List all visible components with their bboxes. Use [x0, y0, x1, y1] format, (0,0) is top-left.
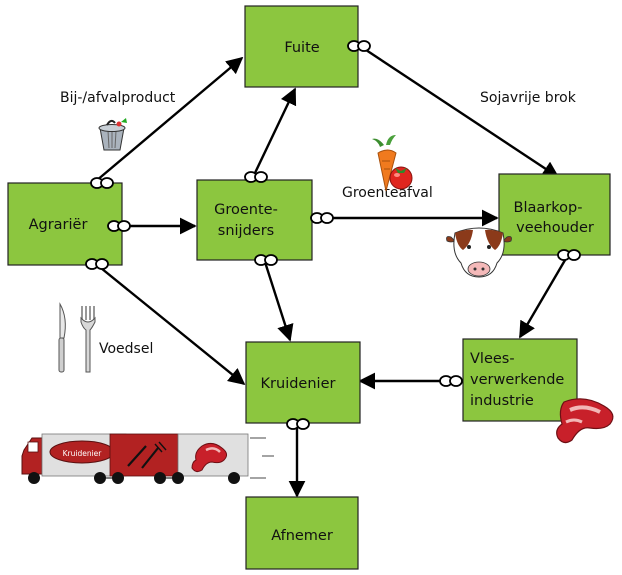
node-groentesnijders-label-1: Groente-	[214, 202, 278, 218]
link-icon	[347, 40, 371, 52]
edge-groentesnijders-kruidenier	[263, 261, 294, 342]
label-bijproduct: Bij-/afvalproduct	[60, 90, 176, 106]
carrot-tomato-icon	[372, 135, 413, 192]
node-vleesverwerkende: Vlees- verwerkende industrie	[462, 338, 578, 422]
node-vleesverwerkende-label-3: industrie	[470, 393, 534, 409]
node-fuite: Fuite	[244, 5, 359, 88]
node-groentesnijders: Groente- snijders	[196, 179, 313, 261]
edge-blaarkop-vleesverwerkende	[518, 254, 570, 339]
node-vleesverwerkende-label-1: Vlees-	[470, 351, 515, 367]
connectors	[85, 40, 581, 430]
link-icon	[244, 171, 268, 183]
node-blaarkop-label-2: veehouder	[516, 220, 594, 236]
edge-agrarier-kruidenier	[95, 263, 246, 386]
node-blaarkop: Blaarkop- veehouder	[498, 173, 611, 256]
edge-groentesnijders-fuite	[253, 87, 297, 174]
edge-agrarier-fuite	[95, 56, 244, 182]
node-kruidenier: Kruidenier	[245, 341, 361, 424]
label-groenteafval: Groenteafval	[342, 185, 433, 201]
node-afnemer: Afnemer	[245, 496, 359, 570]
truck-logo-text: Kruidenier	[63, 449, 103, 458]
link-icon	[439, 375, 463, 387]
node-agrarier: Agrariër	[7, 182, 123, 266]
node-fuite-label: Fuite	[284, 40, 319, 56]
link-icon	[107, 220, 131, 232]
node-kruidenier-label: Kruidenier	[261, 376, 336, 392]
node-agrarier-label: Agrariër	[29, 217, 88, 233]
steak-icon	[556, 398, 614, 444]
edge-fuite-blaarkop	[359, 44, 560, 179]
link-icon	[557, 249, 581, 261]
node-groentesnijders-label-2: snijders	[218, 223, 274, 239]
knife-fork-icon	[58, 302, 96, 373]
node-afnemer-label: Afnemer	[271, 528, 333, 544]
link-icon	[90, 177, 114, 189]
label-voedsel: Voedsel	[99, 341, 153, 357]
trash-bin-icon	[98, 118, 127, 151]
link-icon	[85, 258, 109, 270]
label-sojavrije: Sojavrije brok	[480, 90, 577, 106]
cow-icon	[446, 227, 512, 278]
truck-icon: Kruidenier	[21, 433, 274, 484]
link-icon	[310, 212, 334, 224]
node-blaarkop-label-1: Blaarkop-	[514, 200, 583, 216]
link-icon	[254, 254, 278, 266]
edges	[95, 44, 570, 498]
node-vleesverwerkende-label-2: verwerkende	[470, 372, 564, 388]
link-icon	[286, 418, 310, 430]
